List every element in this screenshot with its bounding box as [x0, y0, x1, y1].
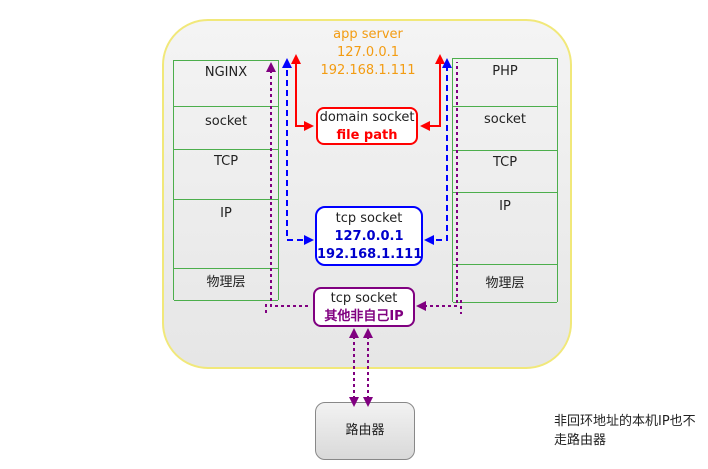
- right-layer-physical: 物理层: [453, 264, 557, 303]
- right-layer-socket: socket: [453, 106, 557, 151]
- router-label: 路由器: [345, 423, 385, 438]
- right-purple-arrow: [416, 62, 458, 311]
- domain-socket-title: domain socket: [319, 110, 415, 125]
- tcp-other-arrows: [265, 62, 462, 407]
- domain-socket-path: file path: [336, 128, 398, 143]
- left-red-arrow: [291, 54, 314, 131]
- server-title: app server: [333, 27, 403, 42]
- left-layer-label: TCP: [213, 154, 239, 169]
- right-red-arrow: [420, 54, 445, 131]
- left-layer-label: socket: [204, 114, 248, 129]
- right-blue-arrow: [424, 58, 452, 245]
- right-layer-label: PHP: [492, 64, 518, 79]
- tcp-local-arrows: [282, 58, 452, 245]
- right-layer-ip: IP: [453, 192, 557, 265]
- left-layer-socket: socket: [174, 106, 278, 150]
- left-layer-physical: 物理层: [174, 268, 278, 301]
- right-layer-label: 物理层: [485, 276, 525, 291]
- right-layer-tcp: TCP: [453, 150, 557, 193]
- left-layer-label: IP: [220, 206, 232, 221]
- domain-socket-box: domain socket file path: [316, 107, 418, 145]
- note-line-2: 走路由器: [554, 433, 607, 448]
- note-text: 非回环地址的本机IP也不 走路由器: [554, 412, 704, 450]
- tcp-local-ip-lan: 192.168.1.111: [317, 247, 423, 262]
- right-layer-label: IP: [499, 199, 511, 214]
- right-layer-label: socket: [483, 112, 527, 127]
- note-line-1: 非回环地址的本机IP也不: [554, 414, 696, 429]
- left-layer-tcp: TCP: [174, 149, 278, 200]
- tcp-other-subtitle: 其他非自己IP: [324, 309, 404, 324]
- right-layer-label: TCP: [492, 155, 518, 170]
- left-layer-nginx: NGINX: [174, 60, 278, 107]
- left-purple-arrow: [266, 62, 310, 307]
- tcp-socket-local-box: tcp socket 127.0.0.1 192.168.1.111: [315, 206, 423, 266]
- right-protocol-stack: PHP socket TCP IP 物理层: [452, 58, 558, 303]
- domain-socket-arrows: [291, 54, 445, 131]
- left-blue-arrow: [282, 58, 314, 245]
- server-ip-lan: 192.168.1.111: [320, 63, 416, 78]
- server-ip-loopback: 127.0.0.1: [336, 45, 400, 60]
- tcp-local-ip-loopback: 127.0.0.1: [334, 229, 404, 244]
- right-layer-php: PHP: [453, 58, 557, 107]
- tcp-local-title: tcp socket: [335, 211, 403, 226]
- left-layer-ip: IP: [174, 199, 278, 269]
- tcp-other-title: tcp socket: [330, 291, 398, 306]
- left-protocol-stack: NGINX socket TCP IP 物理层: [173, 60, 279, 301]
- left-layer-label: NGINX: [204, 65, 248, 80]
- router-box: 路由器: [315, 402, 415, 460]
- left-layer-label: 物理层: [206, 275, 246, 290]
- tcp-socket-other-box: tcp socket 其他非自己IP: [313, 287, 415, 327]
